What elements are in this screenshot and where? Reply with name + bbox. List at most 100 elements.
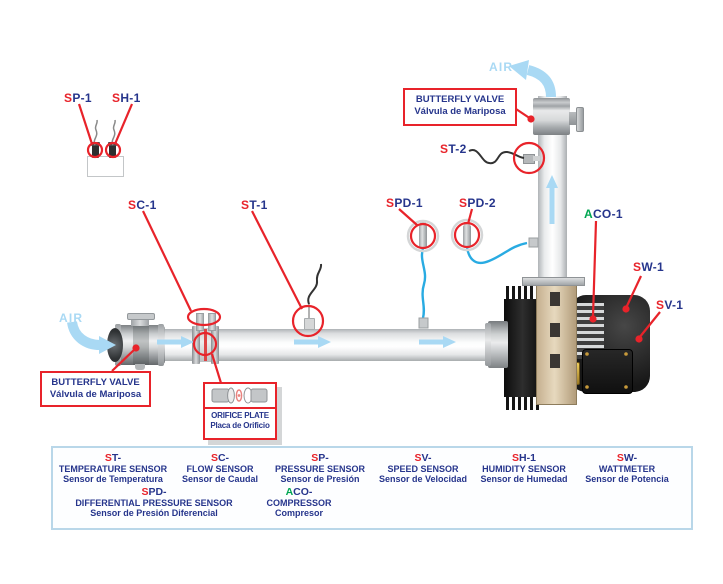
st1-wire — [307, 263, 323, 305]
sensor-wires — [307, 149, 525, 305]
label-sw1-rest: W-1 — [641, 260, 664, 274]
legend-en: SPEED SENSOR — [387, 464, 459, 474]
legend-code-first: S — [104, 452, 112, 464]
butterfly-top-en: BUTTERFLY VALVE — [415, 94, 505, 105]
orifice-flange — [192, 326, 200, 364]
butterfly-valve-left-stem-plate — [127, 313, 155, 320]
orifice-pipe-left-end — [227, 387, 235, 404]
butterfly-valve-left-band — [133, 325, 149, 365]
label-st1-first: S — [241, 198, 250, 212]
horizontal-pipe — [112, 329, 494, 361]
spd2-tube-fitting — [528, 237, 539, 248]
label-sv1: SV-1 — [656, 298, 683, 312]
legend-code-first: S — [414, 452, 422, 464]
bracket-hole — [550, 354, 560, 368]
bracket-hole — [550, 323, 560, 337]
orifice-plate-drawing — [211, 387, 268, 404]
legend-humidity-sensor: SH-1 HUMIDITY SENSOR Sensor de Humedad — [473, 453, 575, 485]
butterfly-valve-left-stem — [131, 317, 149, 326]
butterfly-valve-left-nub — [135, 364, 145, 370]
legend-code-rest: T- — [111, 452, 122, 464]
motor-terminal-box — [582, 349, 633, 394]
label-sh1-rest: H-1 — [120, 91, 141, 105]
label-sc1-first: S — [128, 198, 137, 212]
spd1-sensor-cap — [420, 222, 426, 225]
legend-code-first: S — [311, 452, 319, 464]
legend-code: SPD- — [69, 487, 239, 498]
orifice-plate-callout: ORIFICE PLATE Placa de Orificio — [203, 382, 277, 440]
spd2-sensor-cap — [464, 222, 470, 225]
label-sh1: SH-1 — [112, 91, 141, 105]
label-sv1-first: S — [656, 298, 665, 312]
bracket-hole — [550, 292, 560, 306]
label-st2: ST-2 — [440, 142, 467, 156]
st2-wire — [468, 149, 525, 165]
legend-code-first: S — [512, 452, 520, 464]
highlight-circles — [86, 141, 546, 357]
butterfly-left-es: Válvula de Mariposa — [49, 389, 142, 400]
spd2-tube — [465, 241, 528, 265]
compressor-finned-body — [504, 299, 541, 397]
orifice-callout-divider — [205, 407, 275, 409]
label-sc1: SC-1 — [128, 198, 157, 212]
label-spd1: SPD-1 — [386, 196, 423, 210]
legend-en: PRESSURE SENSOR — [274, 464, 366, 474]
label-spd1-first: S — [386, 196, 395, 210]
compressor-cooling-fins-bottom — [506, 395, 539, 410]
spd1-sensor-body — [419, 225, 427, 247]
label-sw1-first: S — [633, 260, 642, 274]
label-sh1-first: S — [112, 91, 121, 105]
humidity-sensor-sh1-cap — [108, 142, 117, 146]
pipe-inlet-opening — [107, 328, 123, 362]
orifice-pipe-right — [250, 388, 268, 403]
legend-en: FLOW SENSOR — [186, 464, 254, 474]
legend-code: SH-1 — [473, 453, 575, 464]
legend-en: WATTMETER — [598, 464, 656, 474]
pressure-sensor-sp1-cap — [91, 142, 100, 146]
legend-flow-sensor: SC- FLOW SENSOR Sensor de Caudal — [173, 452, 267, 485]
label-spd2: SPD-2 — [459, 196, 496, 210]
label-sp1: SP-1 — [64, 91, 92, 105]
air-outlet-label: AIR — [489, 60, 514, 74]
legend-es: Sensor de Presión — [280, 474, 360, 484]
legend-es: Sensor de Potencia — [585, 474, 669, 484]
butterfly-left-en: BUTTERFLY VALVE — [51, 377, 140, 388]
label-sp1-first: S — [64, 91, 73, 105]
legend-es: Sensor de Presión Diferencial — [90, 508, 218, 518]
orifice-pressure-tap — [208, 313, 216, 331]
legend-es: Sensor de Caudal — [181, 474, 259, 484]
label-st1-rest: T-1 — [249, 198, 268, 212]
air-outlet-arrow — [526, 65, 556, 98]
legend-box: ST- TEMPERATURE SENSOR Sensor de Tempera… — [51, 446, 693, 530]
legend-es: Sensor de Velocidad — [378, 474, 468, 484]
spd1-leader — [398, 208, 418, 226]
label-st1: ST-1 — [241, 198, 268, 212]
label-spd1-rest: PD-1 — [394, 196, 423, 210]
legend-pressure-sensor: SP- PRESSURE SENSOR Sensor de Presión — [269, 452, 371, 485]
legend-en: COMPRESSOR — [266, 498, 332, 508]
compressor-cooling-fins-top — [506, 286, 539, 301]
temperature-probe-st1-fitting — [304, 318, 315, 330]
legend-es: Compresor — [274, 508, 323, 518]
sc1-leader — [142, 210, 192, 312]
label-aco1-rest: CO-1 — [592, 207, 623, 221]
label-spd2-rest: PD-2 — [467, 196, 496, 210]
orifice-es: Placa de Orificio — [210, 421, 270, 430]
air-inlet-arrow — [67, 320, 101, 350]
spd2-sensor-body — [463, 225, 471, 247]
legend-code-first: S — [141, 486, 149, 498]
sp1-leader — [77, 103, 94, 145]
legend-code-rest: P- — [318, 452, 329, 464]
spd1-tube — [420, 247, 427, 319]
butterfly-valve-top — [533, 98, 570, 135]
legend-code: SV- — [371, 453, 475, 464]
legend-code-first: S — [210, 452, 218, 464]
butterfly-valve-left-callout: BUTTERFLY VALVE Válvula de Mariposa — [40, 371, 151, 407]
legend-differential-pressure-sensor: SPD- DIFFERENTIAL PRESSURE SENSOR Sensor… — [69, 487, 239, 519]
st1-leader — [251, 210, 303, 310]
butterfly-valve-top-handle — [569, 112, 578, 125]
legend-es: Sensor de Temperatura — [63, 474, 163, 484]
legend-wattmeter: SW- WATTMETER Sensor de Potencia — [577, 453, 677, 485]
label-sw1: SW-1 — [633, 260, 664, 274]
